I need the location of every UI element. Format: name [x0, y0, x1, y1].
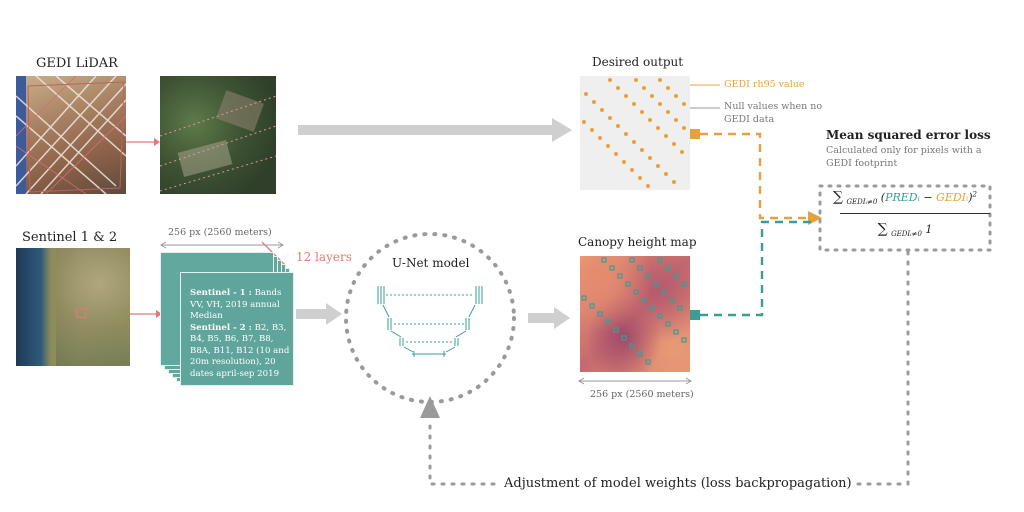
stack-to-unet-arrow-head: [326, 303, 342, 325]
gedi-lidar-image: [16, 76, 126, 194]
backprop-label: Adjustment of model weights (loss backpr…: [504, 476, 852, 491]
backprop-path: [848, 250, 910, 486]
size-top-label: 256 px (2560 meters): [168, 227, 272, 238]
gedi-term: GEDIᵢ: [936, 191, 969, 204]
sum-symbol-num: ∑: [832, 189, 843, 205]
unet-to-map-arrow-head: [554, 307, 570, 329]
mse-title: Mean squared error loss: [826, 128, 991, 142]
sentinel-image: [16, 248, 130, 366]
map-connector: [690, 310, 700, 320]
unet-schematic: [377, 286, 483, 357]
desired-output-grid: [580, 76, 690, 190]
layers-label: 12 layers: [296, 250, 352, 264]
sum-symbol-den: ∑: [877, 221, 888, 237]
map-to-loss-dashed: [700, 220, 812, 317]
formula-numerator: ∑ GEDIᵢ≠0 (PREDᵢ − GEDIᵢ)2: [820, 189, 990, 206]
canopy-map-label: Canopy height map: [578, 235, 697, 249]
mse-formula: ∑ GEDIᵢ≠0 (PREDᵢ − GEDIᵢ)2 ∑ GEDIᵢ≠0 1: [820, 185, 990, 251]
s1-head: Sentinel - 1 :: [190, 288, 252, 298]
gedi-to-output-arrow-head: [552, 118, 572, 142]
s2-body: B2, B3, B4, B5, B6, B7, B8, B8A, B11, B1…: [190, 322, 290, 379]
square-exponent: 2: [972, 190, 978, 199]
gedi-value-label: GEDI rh95 value: [724, 79, 805, 90]
output-to-loss-dashed: [700, 132, 812, 220]
stack-description: Sentinel - 1 : Bands VV, VH, 2019 annual…: [190, 288, 294, 380]
gedi-zoom-image: [160, 76, 276, 194]
size-bottom-label: 256 px (2560 meters): [590, 389, 694, 400]
gedi-footprints: [582, 78, 686, 188]
paren-close: ): [968, 191, 973, 204]
gedi-lidar-label: GEDI LiDAR: [36, 56, 118, 71]
backprop-path-left: [428, 416, 496, 486]
backprop-arrow-head: [420, 396, 440, 418]
formula-denominator: ∑ GEDIᵢ≠0 1: [820, 221, 990, 238]
sentinel-label: Sentinel 1 & 2: [22, 230, 118, 245]
output-connector: [690, 129, 700, 139]
predicted-footprints: [581, 257, 687, 365]
pred-term: PREDᵢ: [885, 191, 920, 204]
gedi-zoom-link-head: [154, 138, 160, 146]
paren-open: (: [880, 191, 886, 204]
sum-cond-den: GEDIᵢ≠0: [891, 230, 922, 239]
sentinel-zoom-link-head: [156, 310, 162, 318]
loss-arrow-head: [808, 211, 822, 225]
sentinel-inset-box: [76, 308, 86, 318]
s2-head: Sentinel - 2 :: [190, 322, 252, 333]
sum-cond-num: GEDIᵢ≠0: [846, 198, 878, 207]
desired-output-label: Desired output: [592, 55, 684, 69]
null-values-label: Null values when no GEDI data: [724, 101, 823, 125]
fraction-bar: [840, 213, 990, 214]
minus-sign: −: [919, 191, 937, 204]
canopy-height-map: [580, 256, 690, 372]
unet-label: U-Net model: [392, 256, 470, 270]
s1-body: Bands VV, VH, 2019 annual Median: [190, 288, 282, 321]
one-term: 1: [925, 223, 933, 236]
mse-note: Calculated only for pixels with a GEDI f…: [826, 145, 982, 169]
